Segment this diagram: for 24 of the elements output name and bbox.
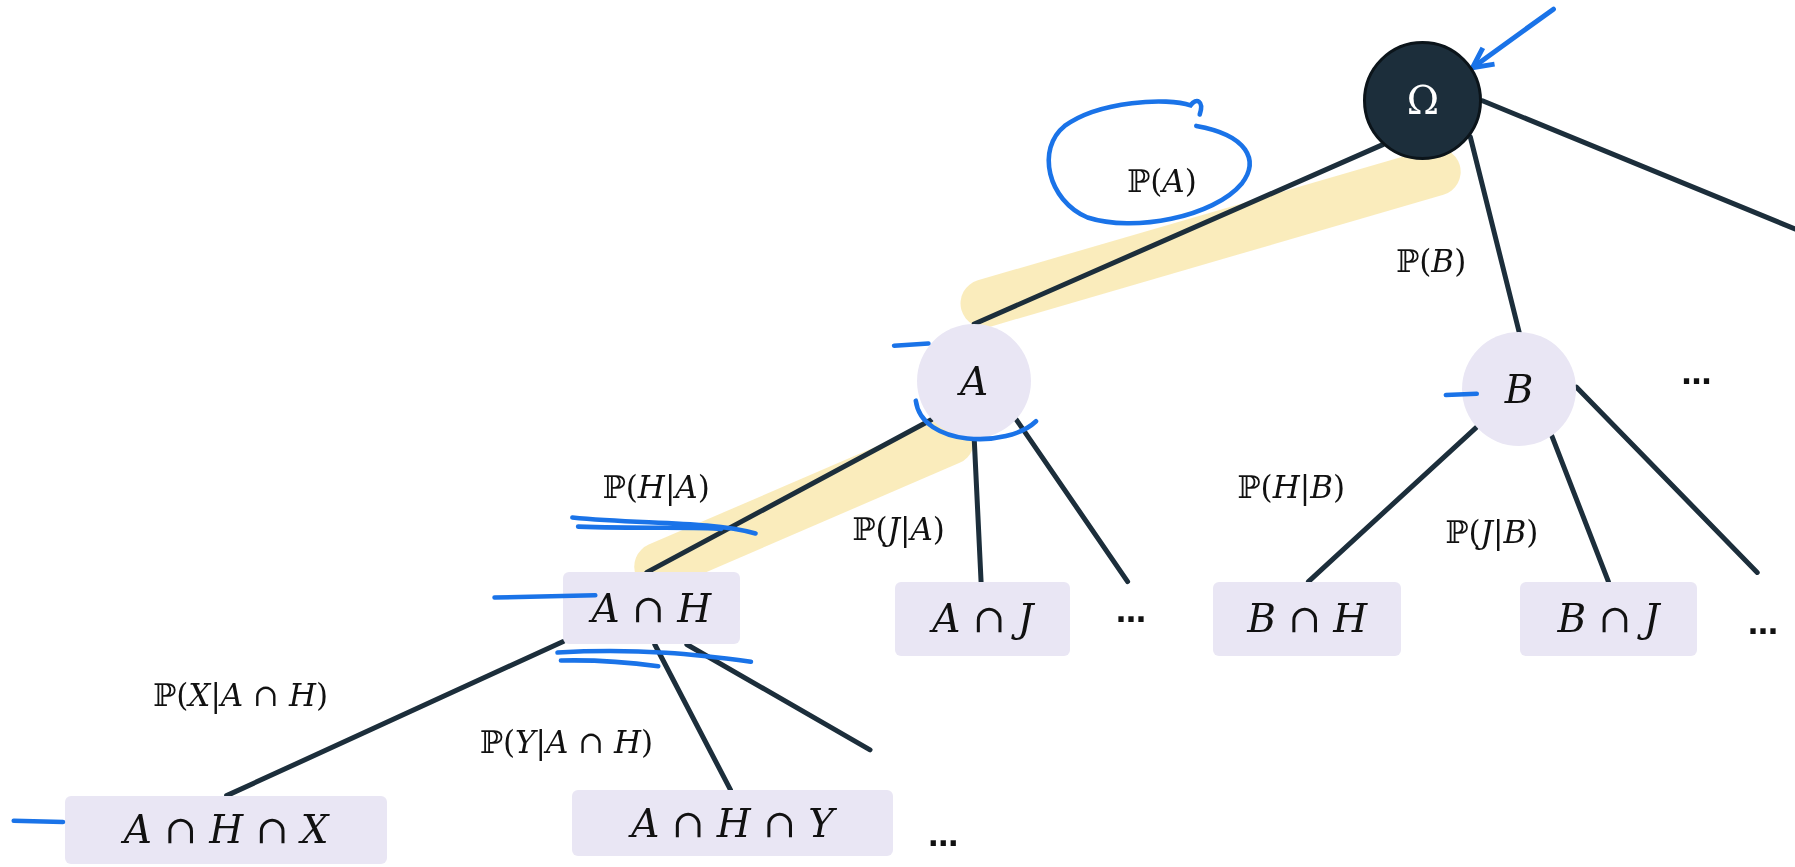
node-label: B bbox=[1504, 366, 1534, 412]
pointer-arrow bbox=[1470, 6, 1556, 71]
node-label: B ∩ H bbox=[1247, 596, 1368, 642]
branch-line bbox=[1467, 134, 1522, 335]
branch-line bbox=[1480, 98, 1795, 232]
event-box bbox=[895, 581, 1071, 656]
event-box bbox=[563, 572, 740, 645]
node-label: Ω bbox=[1406, 78, 1440, 124]
event-box bbox=[1213, 581, 1402, 656]
event-box bbox=[65, 795, 387, 865]
ellipsis: … bbox=[1747, 608, 1778, 639]
ellipsis: … bbox=[1116, 597, 1147, 628]
event-box bbox=[1520, 581, 1697, 656]
node-label: A ∩ H ∩ X bbox=[123, 807, 329, 853]
branch-line bbox=[1573, 384, 1760, 575]
ellipsis: … bbox=[1681, 359, 1712, 390]
branch-line bbox=[1013, 417, 1131, 585]
node-label: B ∩ J bbox=[1557, 596, 1660, 642]
event-circle bbox=[916, 323, 1032, 439]
branch-line bbox=[684, 642, 873, 753]
branch-line bbox=[971, 142, 1386, 327]
branch-line bbox=[644, 417, 935, 575]
ellipsis: … bbox=[928, 820, 959, 851]
event-box bbox=[572, 789, 893, 857]
